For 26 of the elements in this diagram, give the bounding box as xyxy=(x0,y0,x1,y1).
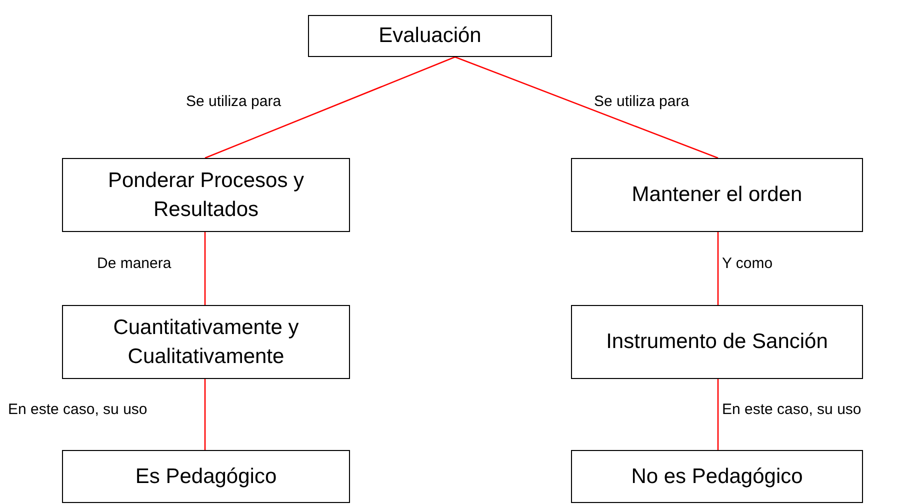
connector-line xyxy=(204,56,456,159)
process-box xyxy=(571,450,863,503)
process-box xyxy=(62,305,350,379)
connector-line xyxy=(204,379,206,450)
node-text: Evaluación xyxy=(378,23,482,50)
edge-label: Se utiliza para xyxy=(186,93,282,111)
node-text: Mantener el orden xyxy=(632,182,802,208)
node-text: No es Pedagógico xyxy=(631,464,803,490)
edge-label: Y como xyxy=(722,255,773,273)
connector-line xyxy=(717,232,719,305)
process-box xyxy=(62,158,350,232)
node-text: Es Pedagógico xyxy=(135,464,277,490)
edge-label: En este caso, su uso xyxy=(8,401,148,419)
node-text: Ponderar Procesos y Resultados xyxy=(106,168,306,223)
process-box xyxy=(62,450,350,503)
edge-label: Se utiliza para xyxy=(594,93,690,111)
node-text: Cuantitativamente y Cualitativamente xyxy=(112,314,300,370)
connector-line xyxy=(454,56,718,159)
connector-line xyxy=(717,379,719,450)
edge-label: En este caso, su uso xyxy=(722,401,862,419)
node-text: Instrumento de Sanción xyxy=(606,329,828,356)
process-box xyxy=(571,305,863,379)
process-box xyxy=(308,15,552,57)
connector-line xyxy=(204,232,206,305)
edge-label: De manera xyxy=(97,255,172,273)
process-box xyxy=(571,158,863,232)
